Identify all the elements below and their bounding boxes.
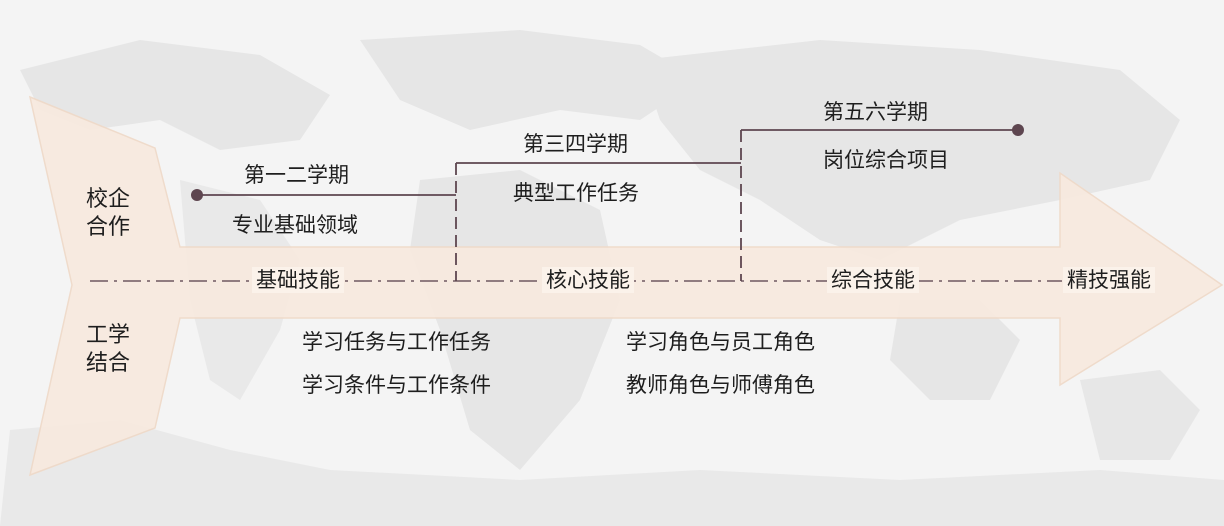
pair-col2-line2: 教师角色与师傅角色: [626, 373, 815, 397]
stage2-skill: 核心技能: [542, 267, 634, 293]
world-map-background: [0, 30, 1224, 526]
final-skill: 精技强能: [1063, 267, 1155, 293]
end-dot: [1012, 124, 1024, 136]
stage1-term: 第一二学期: [244, 163, 349, 187]
stage3-term: 第五六学期: [823, 100, 928, 124]
label-xiaoqi-hezuo: 校企 合作: [86, 186, 134, 242]
stage1-content: 专业基础领域: [232, 213, 358, 237]
label-xiaoqi: 校企: [86, 187, 131, 212]
stage3-skill: 综合技能: [827, 267, 919, 293]
start-dot: [191, 189, 203, 201]
stage2-term: 第三四学期: [523, 132, 628, 156]
label-gongxue: 工学: [86, 323, 131, 348]
pair-col1-line1: 学习任务与工作任务: [302, 330, 491, 354]
label-jiehe: 结合: [86, 351, 131, 376]
pair-col2-line1: 学习角色与员工角色: [626, 330, 815, 354]
pair-col1-line2: 学习条件与工作条件: [302, 373, 491, 397]
label-hezuo: 合作: [86, 215, 131, 240]
stage2-content: 典型工作任务: [513, 181, 639, 205]
stage3-content: 岗位综合项目: [823, 148, 949, 172]
label-gongxue-jiehe: 工学 结合: [86, 322, 134, 378]
timeline-steps: [197, 129, 1018, 281]
stage1-skill: 基础技能: [252, 267, 344, 293]
